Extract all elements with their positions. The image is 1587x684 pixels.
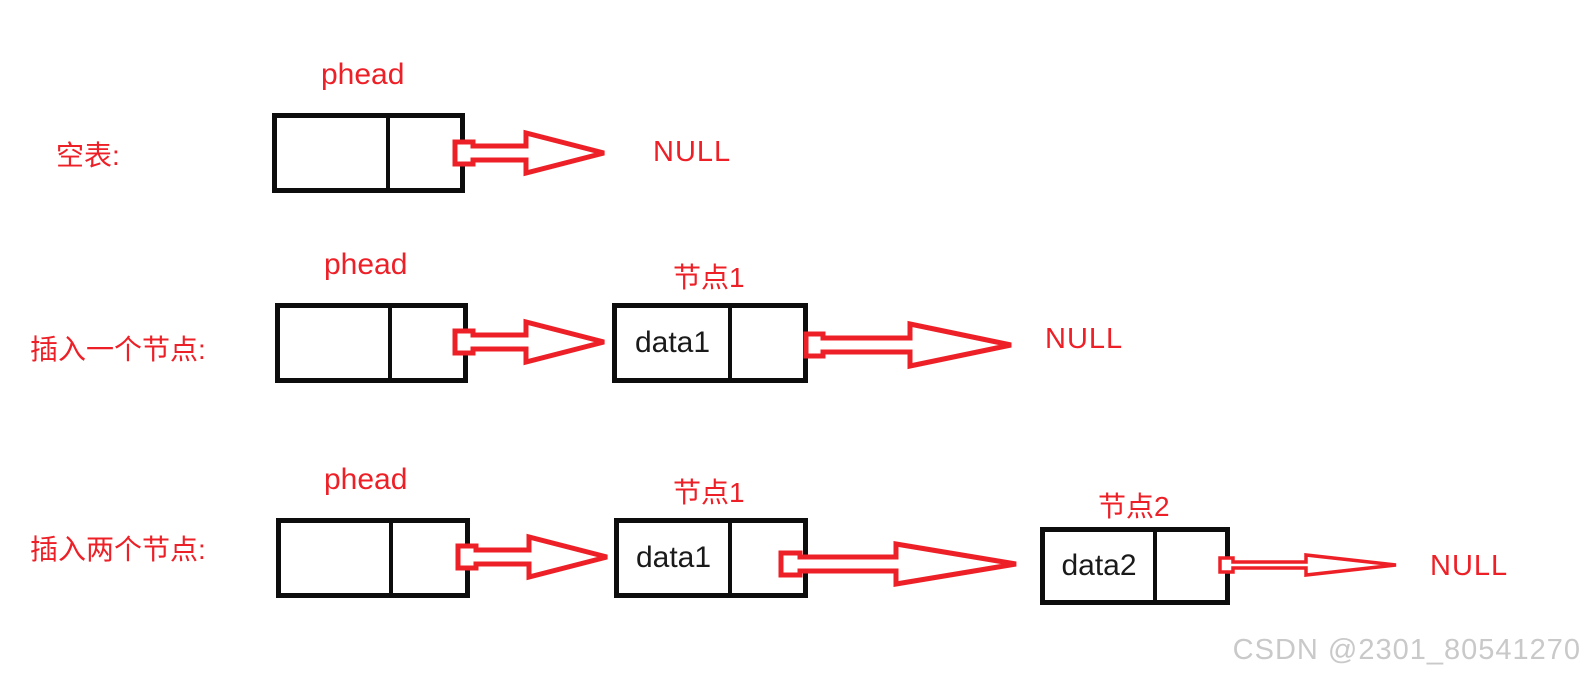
node-next-cell (732, 308, 803, 378)
null-label: NULL (653, 136, 732, 168)
node-title: 节点2 (1098, 491, 1170, 522)
node-next-cell (1157, 532, 1225, 600)
pointer-arrow-icon (1218, 553, 1397, 577)
node-box: data2 (1040, 527, 1230, 605)
phead-box (275, 303, 468, 383)
pointer-arrow-icon (452, 318, 605, 366)
csdn-watermark: CSDN @2301_80541270 (1232, 634, 1581, 666)
node-box: data1 (614, 518, 808, 598)
node-data-cell: data1 (619, 523, 732, 593)
null-label: NULL (1430, 550, 1509, 582)
node-title: 节点1 (673, 262, 745, 293)
row-label-insert-one-node: 插入一个节点: (30, 334, 206, 365)
node-title: 节点1 (673, 477, 745, 508)
phead-data-cell (277, 118, 390, 188)
phead-next-cell (390, 118, 460, 188)
null-label: NULL (1045, 323, 1124, 355)
row-label-insert-two-nodes: 插入两个节点: (30, 534, 206, 565)
phead-label: phead (324, 248, 408, 281)
phead-box (272, 113, 465, 193)
phead-label: phead (321, 58, 405, 91)
node-data-cell: data1 (617, 308, 732, 378)
phead-data-cell (281, 523, 393, 593)
pointer-arrow-icon (455, 533, 608, 581)
phead-box (276, 518, 470, 598)
pointer-arrow-icon (778, 541, 1017, 587)
phead-data-cell (280, 308, 392, 378)
pointer-arrow-icon (452, 129, 605, 177)
pointer-arrow-icon (803, 320, 1012, 370)
node-box: data1 (612, 303, 808, 383)
phead-label: phead (324, 463, 408, 496)
node-data-cell: data2 (1045, 532, 1157, 600)
row-label-empty-list: 空表: (56, 140, 120, 171)
